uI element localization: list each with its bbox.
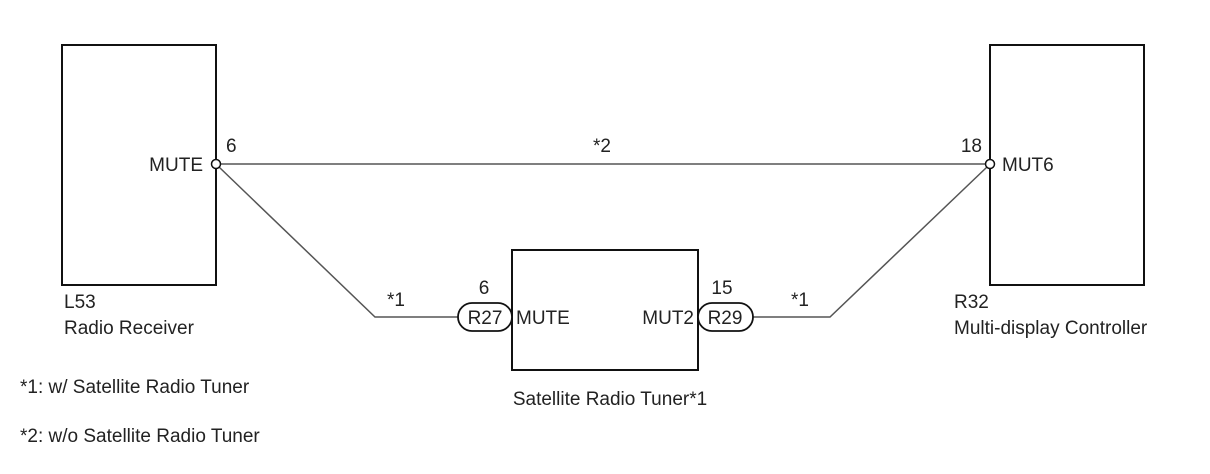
right-via-tuner-wire xyxy=(753,166,988,318)
satellite-radio-tuner-box xyxy=(511,249,699,371)
tuner-right-pin-name: MUT2 xyxy=(642,308,694,329)
connector-r29 xyxy=(697,302,754,332)
connector-r29-label: R29 xyxy=(708,308,743,329)
left-wire-note: *1 xyxy=(387,290,405,311)
connector-r27 xyxy=(457,302,513,332)
tuner-left-pin-number: 6 xyxy=(479,278,490,299)
connector-r27-label: R27 xyxy=(468,308,503,329)
satellite-tuner-name: Satellite Radio Tuner*1 xyxy=(513,389,707,410)
radio-receiver-pin-number: 6 xyxy=(226,136,237,157)
radio-receiver-pin-name: MUTE xyxy=(149,155,203,176)
direct-wire-note: *2 xyxy=(593,136,611,157)
tuner-right-pin-number: 15 xyxy=(711,278,732,299)
radio-receiver-mute-pin xyxy=(210,158,222,170)
legend-note-2: *2: w/o Satellite Radio Tuner xyxy=(20,426,260,447)
multi-display-pin-number: 18 xyxy=(961,136,982,157)
multi-display-name: Multi-display Controller xyxy=(954,318,1148,339)
right-wire-note: *1 xyxy=(791,290,809,311)
radio-receiver-code: L53 xyxy=(64,292,96,313)
multi-display-pin-name: MUT6 xyxy=(1002,155,1054,176)
multi-display-code: R32 xyxy=(954,292,989,313)
radio-receiver-box xyxy=(61,44,217,286)
legend-note-1: *1: w/ Satellite Radio Tuner xyxy=(20,377,250,398)
left-via-tuner-wire xyxy=(218,166,458,318)
multi-display-mut6-pin xyxy=(984,158,996,170)
tuner-left-pin-name: MUTE xyxy=(516,308,570,329)
radio-receiver-name: Radio Receiver xyxy=(64,318,195,339)
multi-display-controller-box xyxy=(989,44,1145,286)
